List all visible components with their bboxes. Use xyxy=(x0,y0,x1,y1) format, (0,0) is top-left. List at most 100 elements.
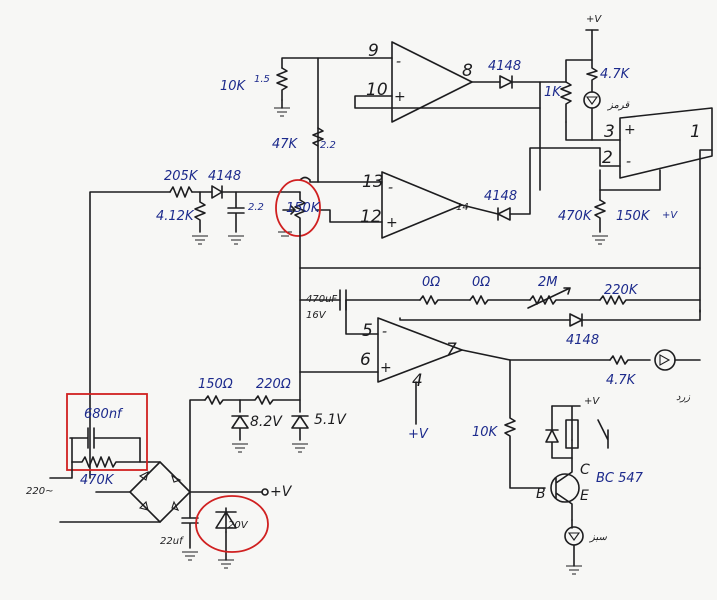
label-8-2v: 8.2V xyxy=(250,414,283,430)
label-pin-c: C xyxy=(580,462,590,478)
transistor-leads xyxy=(555,439,573,521)
ground-4-12k xyxy=(192,235,208,245)
wire-relay-top xyxy=(551,405,581,441)
opamp-u3 xyxy=(619,107,713,179)
label-150k-pot: 150K xyxy=(286,201,321,216)
pin-5: 5 xyxy=(362,321,373,341)
label-10k-top: 10K xyxy=(220,79,247,94)
wire-mains xyxy=(49,461,73,479)
pin-9: 9 xyxy=(368,41,379,61)
led-yellow xyxy=(654,349,676,371)
label-pin-b: B xyxy=(536,486,546,502)
pin-8: 8 xyxy=(462,61,473,81)
label-pin-e: E xyxy=(580,488,589,504)
capacitor-680nf xyxy=(69,427,141,449)
label-47k-top: 47K xyxy=(272,137,299,152)
pin-14: 14 xyxy=(456,202,469,213)
ground-cap-input xyxy=(228,235,244,245)
label-150k-fb: 150K xyxy=(616,209,651,224)
label-red-led: قرمز xyxy=(606,100,630,111)
label-small-1-5: 1.5 xyxy=(254,74,270,85)
capacitor-470uf xyxy=(339,289,347,311)
wire-u2-diode xyxy=(497,147,601,221)
ground-10k xyxy=(274,107,290,117)
label-vplus-supply: +V xyxy=(270,484,293,500)
label-220ohm: 220Ω xyxy=(256,377,291,392)
resistor-4-7k-out xyxy=(609,355,651,365)
diode-4148-fb xyxy=(569,313,583,327)
u2-minus-sign: - xyxy=(388,180,393,196)
label-bc547: BC 547 xyxy=(596,471,644,486)
capacitor-input xyxy=(227,191,245,233)
wire-u4-out xyxy=(461,349,611,361)
ground-5-1v xyxy=(292,443,308,453)
pin-7: 7 xyxy=(446,340,457,360)
bridge-rectifier xyxy=(129,461,191,523)
diode-4148-u2 xyxy=(497,207,511,221)
led-green-symbol xyxy=(567,532,581,541)
label-205k: 205K xyxy=(164,169,199,184)
label-vplus-top: +V xyxy=(586,14,602,25)
wire-bridge-ground xyxy=(59,491,161,523)
label-4148-u2: 4148 xyxy=(484,189,517,204)
wire-1k-u3 xyxy=(565,121,593,141)
label-vplus-relay: +V xyxy=(584,396,600,407)
diode-4148-input xyxy=(211,185,223,199)
wire-fb-diode xyxy=(399,317,571,321)
label-green-led: سبز xyxy=(588,532,608,543)
label-yellow-led: زرد xyxy=(676,392,690,403)
label-150ohm: 150Ω xyxy=(198,377,233,392)
label-1k: 1K xyxy=(544,85,562,100)
opamp-u1 xyxy=(391,41,473,123)
led-green xyxy=(564,526,584,546)
pot-150k-wiper xyxy=(282,205,296,215)
label-4-7k-out: 4.7K xyxy=(606,373,637,388)
diode-4148-u1 xyxy=(499,75,513,89)
label-22uf: 22uf xyxy=(160,536,184,547)
resistor-470k xyxy=(594,199,606,233)
resistor-47k xyxy=(312,127,324,147)
relay-coil xyxy=(565,419,579,449)
label-5-1v: 5.1V xyxy=(314,412,347,428)
wire-10k-top xyxy=(281,57,319,69)
wire-pin9-node xyxy=(317,57,393,183)
wire-input-rc xyxy=(71,437,161,463)
label-4148-input: 4148 xyxy=(208,169,241,184)
u1-plus-sign: + xyxy=(394,89,406,105)
wire-u3-out xyxy=(699,149,713,313)
label-vplus-small: +V xyxy=(662,210,678,221)
u3-minus-sign: - xyxy=(626,154,631,170)
wire-fb-diode-out xyxy=(581,309,701,327)
relay-diode xyxy=(545,405,573,459)
relay-switch xyxy=(597,419,609,449)
u4-plus-sign: + xyxy=(380,360,392,376)
wire-supply-up xyxy=(189,399,206,519)
pot-2m xyxy=(529,295,601,305)
resistor-150ohm xyxy=(204,395,241,405)
resistor-1k xyxy=(560,81,572,123)
pin-3: 3 xyxy=(604,122,615,142)
resistor-4-12k xyxy=(194,191,206,233)
led-red xyxy=(583,91,601,109)
resistor-220k xyxy=(599,295,701,305)
pin-12: 12 xyxy=(360,207,382,227)
label-0ohm-2: 0Ω xyxy=(472,275,490,290)
wire-u3-inv xyxy=(599,147,621,167)
label-vplus-u4: +V xyxy=(408,427,429,442)
ground-22uf xyxy=(182,551,198,561)
ground-8-2v xyxy=(232,443,248,453)
label-small-2-2a: 2.2 xyxy=(320,140,336,151)
terminal-vplus xyxy=(261,488,269,496)
pin-2: 2 xyxy=(602,148,613,168)
highlight-rc-box xyxy=(66,393,148,471)
pot-150k xyxy=(294,191,306,233)
resistor-4-7k-led xyxy=(586,59,598,93)
pin-10: 10 xyxy=(366,80,388,100)
resistor-10k xyxy=(276,67,288,101)
label-4148-u1: 4148 xyxy=(488,59,521,74)
label-470uf: 470uF xyxy=(306,294,337,305)
zener-5-1v xyxy=(291,371,309,441)
wire-pot-node xyxy=(299,176,319,183)
label-4-7k-led: 4.7K xyxy=(600,67,631,82)
